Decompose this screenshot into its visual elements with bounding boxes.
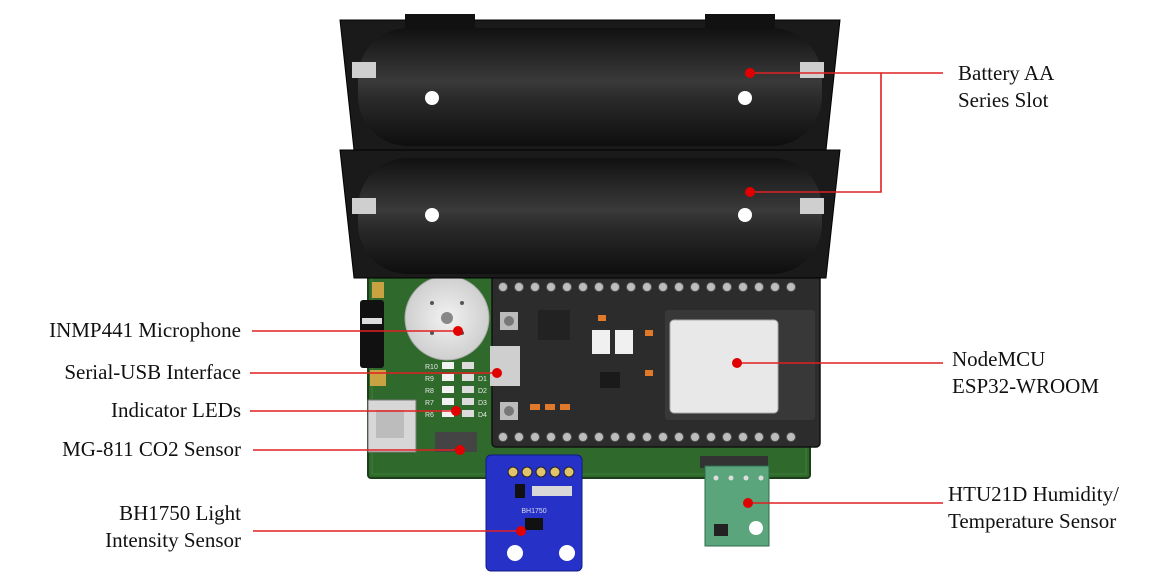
header-pin [611,283,620,292]
led-label: D2 [478,388,487,395]
battery-label: Battery AA Series Slot [958,60,1054,114]
htu21d-label: HTU21D Humidity/ Temperature Sensor [948,481,1119,535]
resistor [442,362,454,369]
resistor-label: R6 [425,412,434,419]
header-pin [675,283,684,292]
htu21d-module [700,456,769,546]
resistor-label: R8 [425,388,434,395]
header-pin [547,433,556,442]
header-pin [579,283,588,292]
battery-holder-bottom [340,150,840,278]
header-pin [691,433,700,442]
indicator-leds-label: Indicator LEDs [111,397,241,424]
header-pin [659,283,668,292]
header-pin [643,283,652,292]
header-pin [771,433,780,442]
header-pin [515,283,524,292]
resistor [442,386,454,393]
header-pin [579,433,588,442]
header-pin [531,283,540,292]
nodemcu-board [490,275,820,447]
header-pin [707,283,716,292]
header-pin [499,433,508,442]
header-pin [739,433,748,442]
header-pin [707,433,716,442]
bh1750-silkscreen: BH1750 [521,508,546,515]
led-label: D3 [478,400,487,407]
dc-component [360,282,386,386]
resistor-label: R10 [425,364,438,371]
header-pin [531,433,540,442]
nodemcu-label-line2: ESP32-WROOM [952,373,1099,400]
usb-connector [490,346,520,386]
led [462,362,474,369]
header-pin [515,433,524,442]
header-pin [643,433,652,442]
resistor [442,374,454,381]
header-pin [691,283,700,292]
nodemcu-label: NodeMCU ESP32-WROOM [952,346,1099,400]
resistor-label: R9 [425,376,434,383]
microphone-module [405,276,489,360]
header-pin [739,283,748,292]
led [462,374,474,381]
led-label: D1 [478,376,487,383]
header-pin [659,433,668,442]
battery-label-line2: Series Slot [958,87,1054,114]
header-pin [547,283,556,292]
led [462,386,474,393]
header-pin [627,433,636,442]
light-sensor-label-line2: Intensity Sensor [105,527,241,554]
light-sensor-label: BH1750 Light Intensity Sensor [105,500,241,554]
htu21d-label-line2: Temperature Sensor [948,508,1119,535]
microphone-label: INMP441 Microphone [49,317,241,344]
co2-sensor-label: MG-811 CO2 Sensor [62,436,241,463]
htu21d-label-line1: HTU21D Humidity/ [948,481,1119,508]
header-pin [723,433,732,442]
header-pin [675,433,684,442]
battery-holder-top [340,14,840,150]
led [462,410,474,417]
bh1750-module: BH1750 [486,455,582,571]
header-pin [563,433,572,442]
header-pin [611,433,620,442]
nodemcu-label-line1: NodeMCU [952,346,1099,373]
header-pin [755,283,764,292]
led-label: D4 [478,412,487,419]
header-pin [787,283,796,292]
header-pin [627,283,636,292]
header-pin [595,433,604,442]
header-pin [787,433,796,442]
header-pin [563,283,572,292]
light-sensor-label-line1: BH1750 Light [105,500,241,527]
led [462,398,474,405]
battery-label-line1: Battery AA [958,60,1054,87]
serial-usb-label: Serial-USB Interface [64,359,241,386]
header-pin [499,283,508,292]
esp32-shield [670,320,778,413]
resistor [442,398,454,405]
header-pin [595,283,604,292]
header-pin [771,283,780,292]
header-pin [755,433,764,442]
header-pin [723,283,732,292]
resistor-label: R7 [425,400,434,407]
